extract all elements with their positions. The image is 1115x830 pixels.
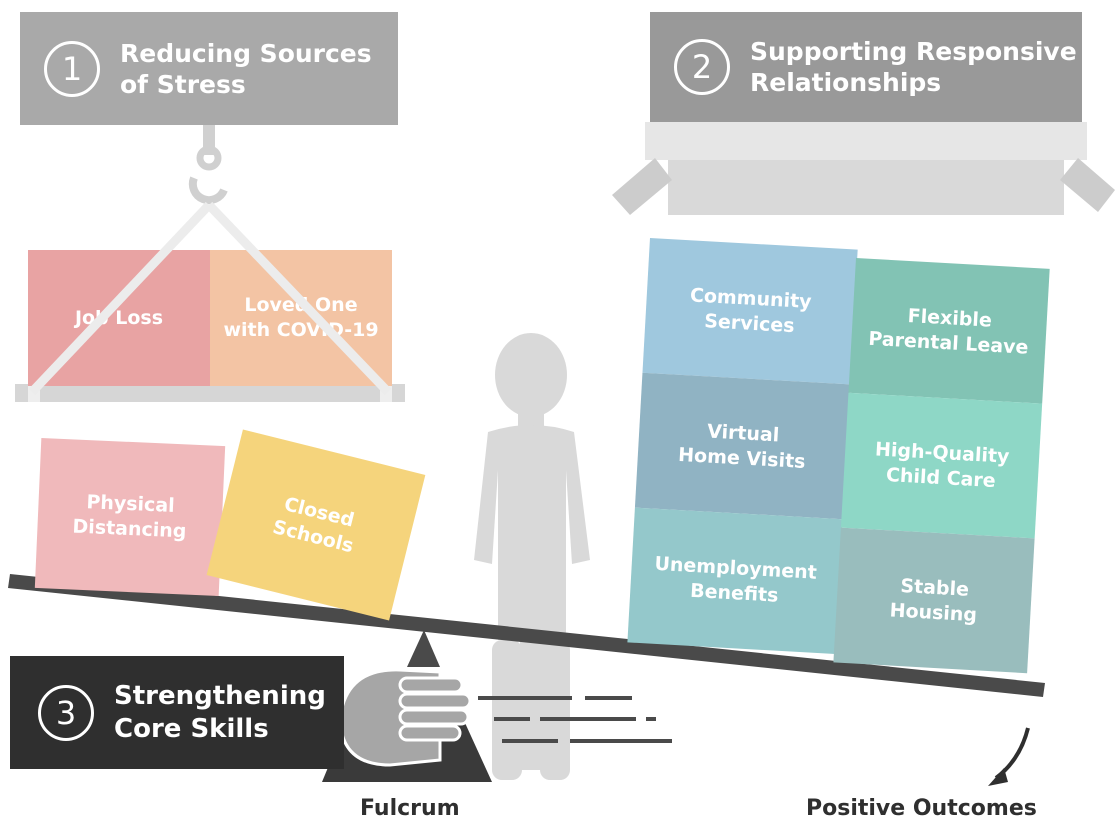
pallet-platform: [15, 384, 405, 402]
physical-distancing-box: Physical Distancing: [34, 438, 226, 596]
fulcrum-label: Fulcrum: [360, 796, 460, 821]
step-number-3: 3: [38, 684, 94, 741]
seesaw-beam: [8, 574, 1045, 697]
fulcrum-triangle-top: [407, 630, 440, 667]
core-skills-title: Strengthening Core Skills: [114, 680, 326, 744]
ceiling-flap-right: [1060, 158, 1115, 212]
reducing-stress-panel: 1 Reducing Sources of Stress: [20, 12, 398, 125]
hook-ring: [196, 145, 222, 171]
ceiling-flap-left: [612, 158, 672, 215]
step-number-1: 1: [44, 40, 100, 97]
hand-icon: [338, 668, 472, 767]
core-skills-panel: 3 Strengthening Core Skills: [10, 656, 344, 769]
responsive-relationships-panel: 2 Supporting Responsive Relationships: [650, 12, 1082, 122]
positive-outcomes-label: Positive Outcomes: [806, 796, 1037, 821]
step-number-2: 2: [674, 39, 730, 95]
ceiling-box-bottom: [668, 160, 1064, 215]
reducing-stress-title: Reducing Sources of Stress: [120, 38, 372, 99]
ceiling-box-top: [645, 122, 1087, 160]
motion-lines: [478, 696, 672, 743]
hook-icon: [188, 176, 228, 205]
responsive-relationships-title: Supporting Responsive Relationships: [750, 37, 1077, 97]
child-silhouette: [474, 333, 590, 780]
